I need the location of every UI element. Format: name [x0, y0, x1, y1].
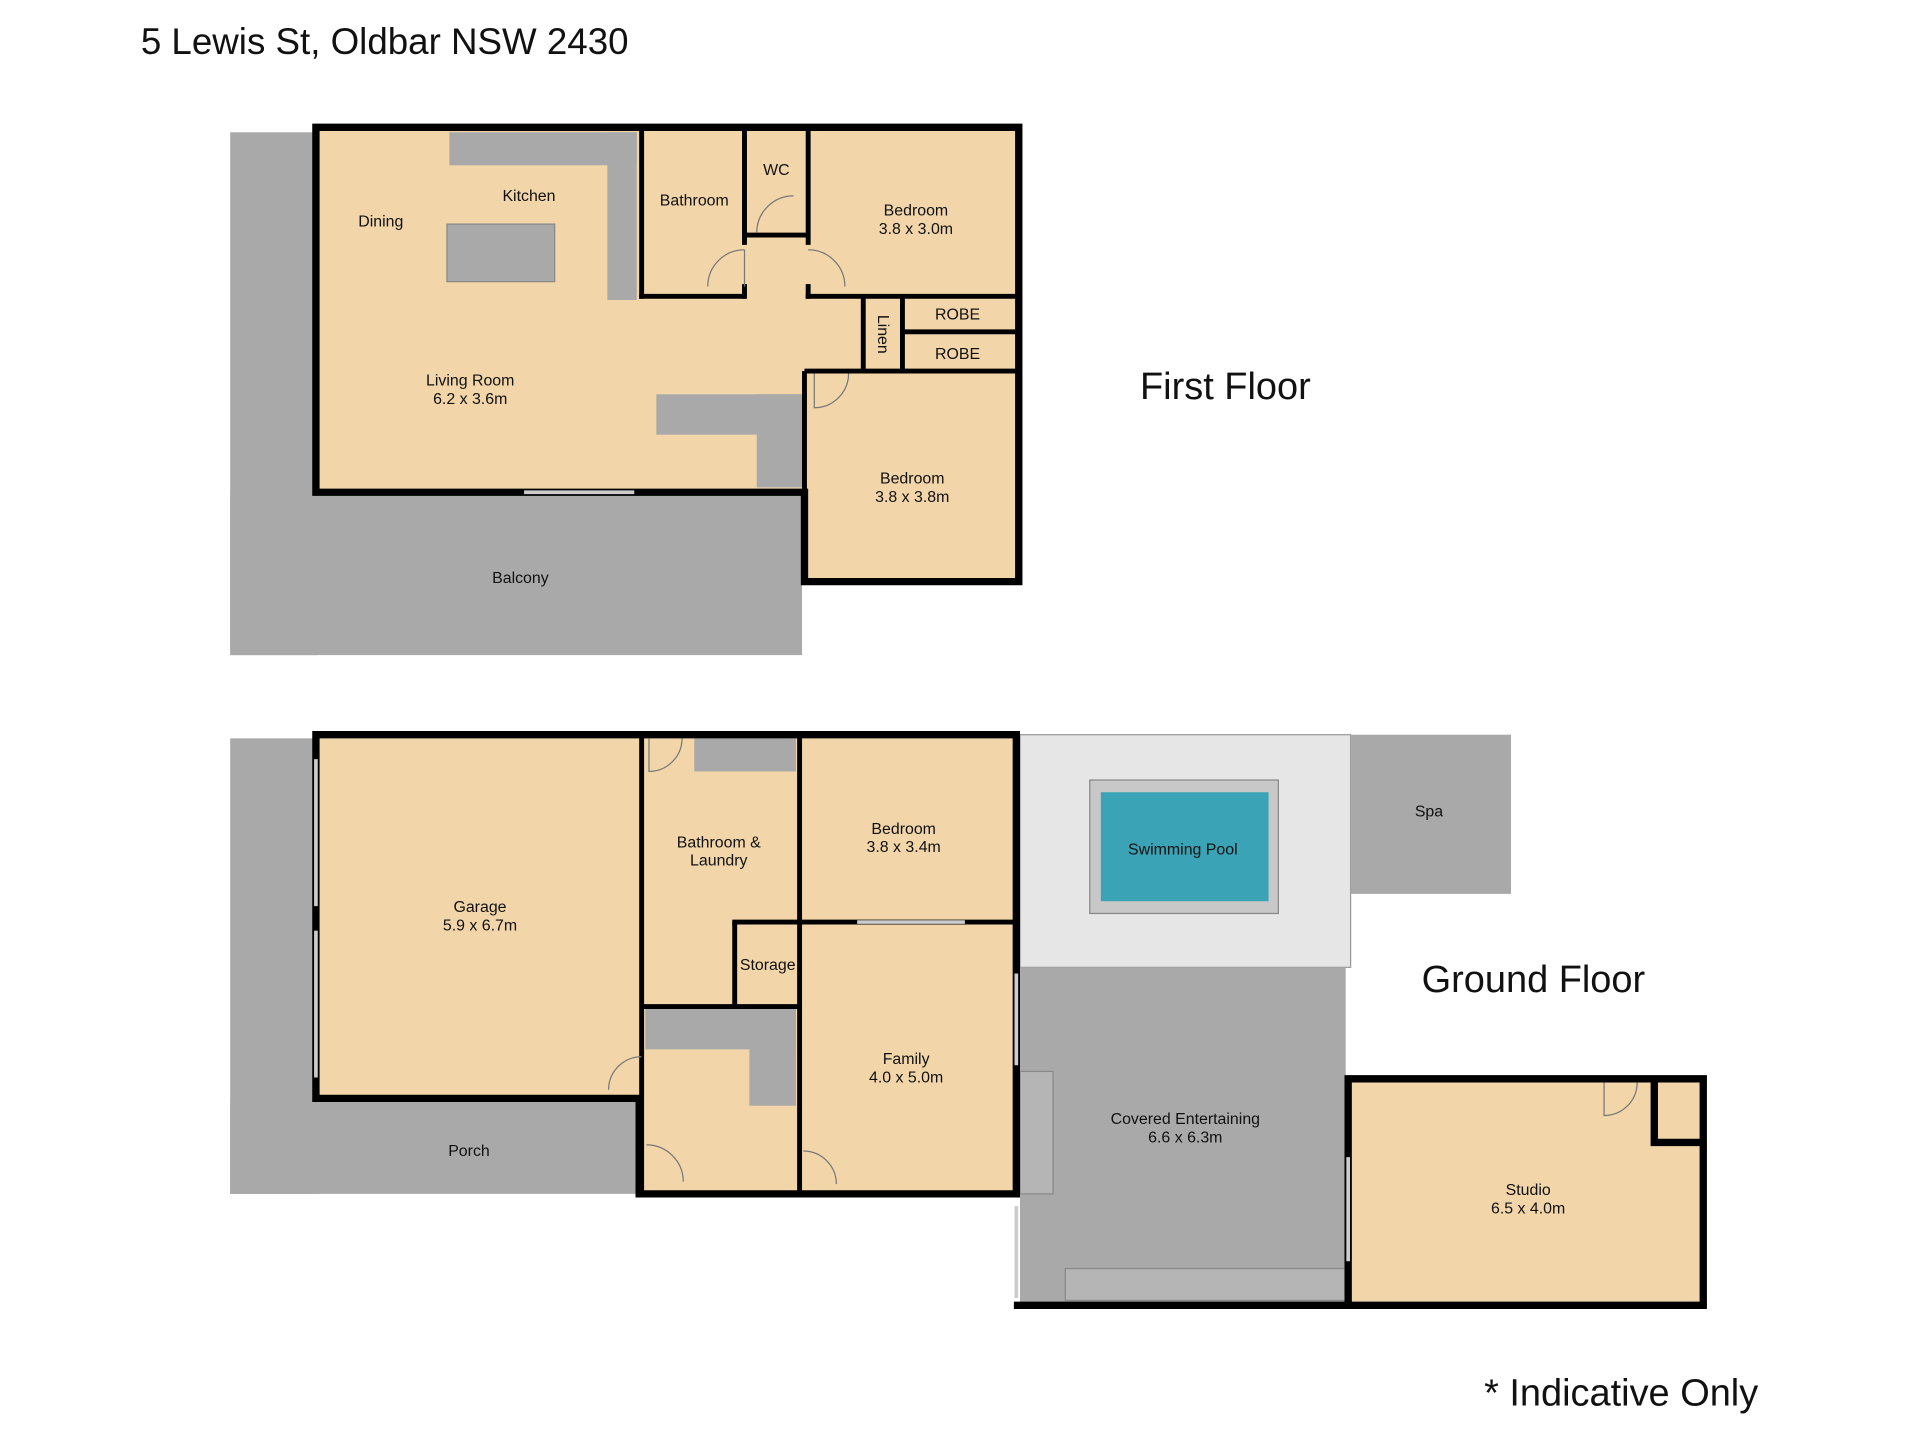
stairs-lower	[756, 394, 804, 488]
room-label-bedroom: Bedroom	[871, 821, 936, 838]
first-floor-plan: Dining Kitchen Bathroom WC Bedroom 3.8 x…	[230, 123, 1311, 656]
room-size-family: 4.0 x 5.0m	[869, 1069, 943, 1086]
bench	[1019, 1070, 1054, 1195]
room-label-bath-laundry-2: Laundry	[690, 853, 748, 870]
room-label-dining: Dining	[358, 214, 403, 231]
room-label-linen: Linen	[874, 315, 891, 354]
room-label-covered: Covered Entertaining	[1111, 1111, 1260, 1128]
door-swings	[607, 738, 1638, 1185]
room-label-bathroom: Bathroom	[660, 193, 729, 210]
room-label-balcony: Balcony	[492, 570, 549, 587]
room-label-bedroom-1: Bedroom	[884, 203, 949, 220]
room-label-garage: Garage	[453, 899, 506, 916]
balcony-area	[230, 489, 803, 656]
ground-floor-label: Ground Floor	[1422, 959, 1646, 1001]
studio-interior	[1348, 1078, 1704, 1306]
room-label-storage: Storage	[740, 957, 796, 974]
room-label-wc: WC	[763, 162, 790, 179]
covered-entertaining-area	[1020, 967, 1346, 1305]
ground-floor-interior	[315, 734, 1017, 1194]
room-label-spa: Spa	[1415, 804, 1443, 821]
bench	[1064, 1267, 1347, 1302]
room-label-pool: Swimming Pool	[1128, 842, 1238, 859]
stairs-lower	[749, 1006, 796, 1106]
kitchen-counter-side	[607, 132, 637, 300]
kitchen-island	[446, 223, 556, 283]
kitchen-counter	[449, 132, 637, 166]
room-label-robe-2: ROBE	[935, 346, 980, 363]
swimming-pool	[1100, 792, 1269, 902]
room-label-family: Family	[883, 1051, 930, 1068]
spa-area	[1350, 734, 1512, 894]
room-label-bath-laundry-1: Bathroom &	[677, 834, 761, 851]
room-size-bedroom-2: 3.8 x 3.8m	[875, 489, 949, 506]
room-size-bedroom: 3.8 x 3.4m	[867, 839, 941, 856]
disclaimer: * Indicative Only	[1484, 1373, 1758, 1415]
laundry-counter	[694, 738, 796, 772]
property-address: 5 Lewis St, Oldbar NSW 2430	[141, 21, 629, 62]
room-label-living: Living Room	[426, 373, 514, 390]
room-size-covered: 6.6 x 6.3m	[1148, 1129, 1222, 1146]
ground-floor-plan: Garage 5.9 x 6.7m Bathroom & Laundry Bed…	[230, 731, 1707, 1309]
porch-area	[230, 1098, 640, 1194]
room-label-studio: Studio	[1506, 1182, 1551, 1199]
first-floor-label: First Floor	[1140, 366, 1311, 408]
room-label-robe-1: ROBE	[935, 307, 980, 324]
room-size-living: 6.2 x 3.6m	[433, 391, 507, 408]
room-label-porch: Porch	[448, 1143, 490, 1160]
room-size-bedroom-1: 3.8 x 3.0m	[879, 221, 953, 238]
room-size-garage: 5.9 x 6.7m	[443, 918, 517, 935]
room-label-kitchen: Kitchen	[502, 188, 555, 205]
door-swings	[707, 195, 850, 409]
room-label-bedroom-2: Bedroom	[880, 471, 945, 488]
room-size-studio: 6.5 x 4.0m	[1491, 1200, 1565, 1217]
